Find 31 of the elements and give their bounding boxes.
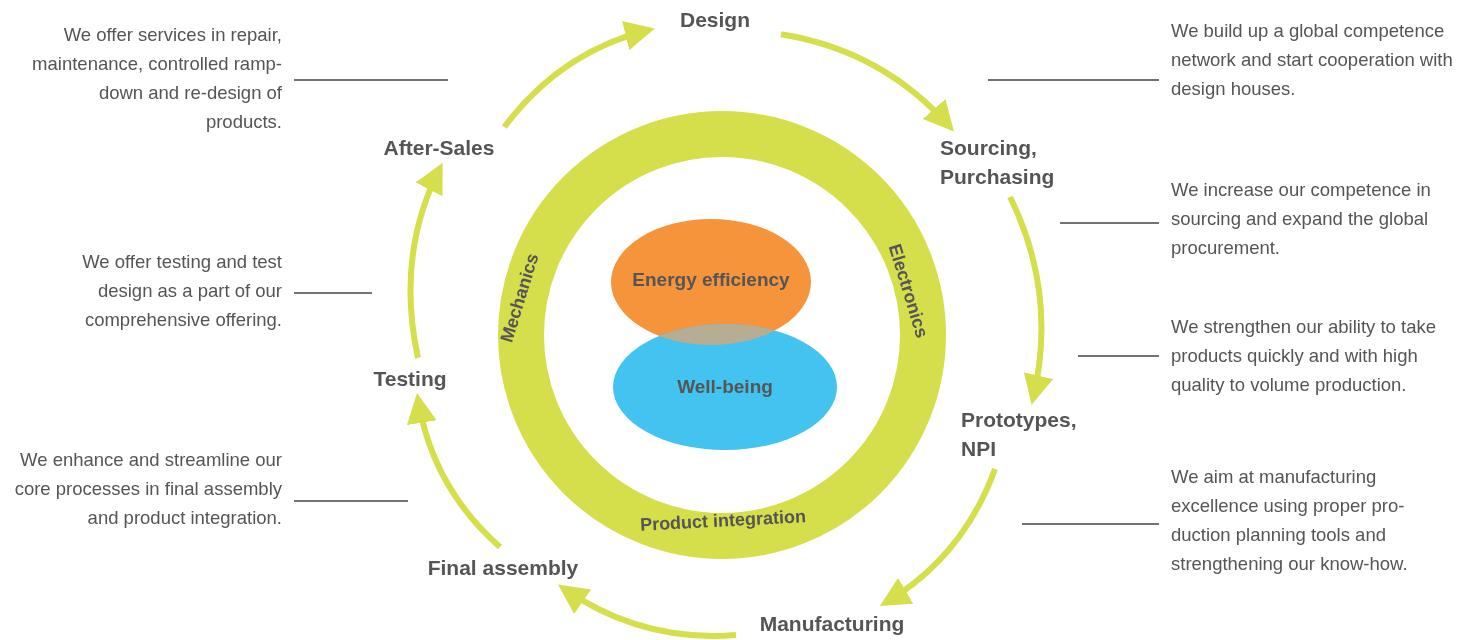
cycle-arrow (780, 31, 955, 132)
stage-label: Sourcing, Purchasing (940, 133, 1070, 191)
description-text: We offer testing and test design as a part of our comprehensive offering. (30, 247, 282, 334)
description-text: We enhance and streamline our core processes in final assembly and product integration. (5, 445, 282, 532)
stage-label: After-Sales (374, 133, 504, 162)
stage-label: Prototypes, NPI (961, 405, 1101, 463)
stage-label: Design (655, 5, 775, 34)
ellipse-label: Well-being (677, 374, 773, 399)
stage-label: Testing (360, 364, 460, 393)
leader-line (1077, 355, 1160, 357)
cycle-arrow (879, 467, 998, 607)
cycle-arrow (1007, 195, 1053, 405)
cycle-arrow (558, 584, 737, 639)
leader-line (293, 292, 373, 294)
ellipse-label: Energy efficiency (632, 267, 790, 292)
leader-line (293, 79, 449, 81)
leader-line (987, 79, 1160, 81)
stage-label: Final assembly (418, 553, 588, 582)
leader-line (1059, 222, 1160, 224)
description-text: We increase our competence in sourcing and expand the global procurement. (1171, 175, 1457, 262)
cycle-arrow (407, 393, 503, 550)
ring-label: Product integration (639, 505, 807, 537)
description-text: We aim at manufacturing excellence using proper pro-duction planning tools and strengthening our know-how. (1171, 462, 1457, 578)
cycle-arrow (407, 162, 444, 359)
cycle-arrow (501, 21, 655, 129)
leader-line (293, 500, 409, 502)
description-text: We offer services in repair, maintenance, controlled ramp-down and re-design of products. (30, 20, 282, 136)
description-text: We strengthen our ability to take products quickly and with high quality to volume production. (1171, 312, 1457, 399)
stage-label: Manufacturing (742, 609, 922, 638)
leader-line (1021, 523, 1160, 525)
description-text: We build up a global competence network and start cooperation with design houses. (1171, 16, 1457, 103)
